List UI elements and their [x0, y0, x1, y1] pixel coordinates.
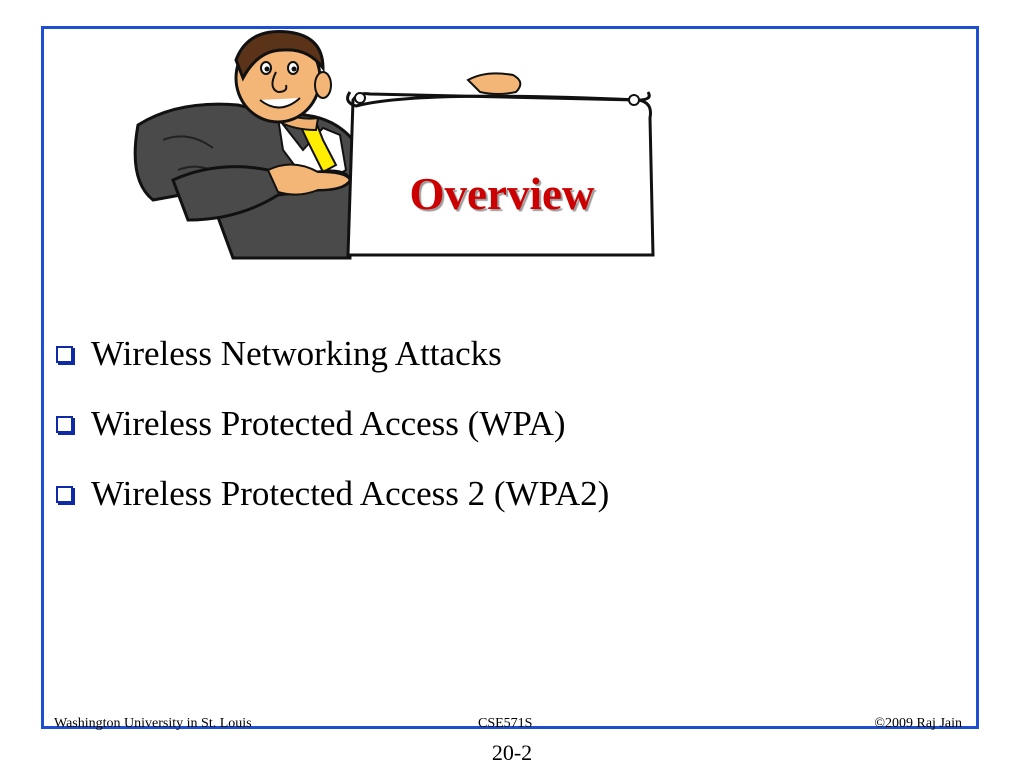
square-bullet-icon: [56, 485, 73, 503]
bullet-text: Wireless Protected Access (WPA): [91, 404, 566, 443]
footer-institution: Washington University in St. Louis: [54, 716, 252, 731]
presenter-clipart-icon: [133, 30, 655, 260]
footer-copyright: ©2009 Raj Jain: [874, 716, 962, 731]
footer-course: CSE571S: [478, 716, 533, 731]
square-bullet-icon: [56, 415, 73, 433]
list-item: Wireless Protected Access (WPA): [56, 404, 609, 443]
slide-frame: [41, 26, 979, 729]
slide-title: Overview: [409, 169, 595, 219]
list-item: Wireless Protected Access 2 (WPA2): [56, 474, 610, 513]
slide-number: 20-2: [491, 740, 533, 765]
list-item: Wireless Networking Attacks: [56, 334, 609, 373]
bullet-text: Wireless Protected Access 2 (WPA2): [91, 474, 610, 513]
bullet-list: Wireless Networking Attacks Wireless Pro…: [56, 334, 610, 546]
square-bullet-icon: [56, 345, 73, 363]
bullet-text: Wireless Networking Attacks: [91, 334, 502, 373]
